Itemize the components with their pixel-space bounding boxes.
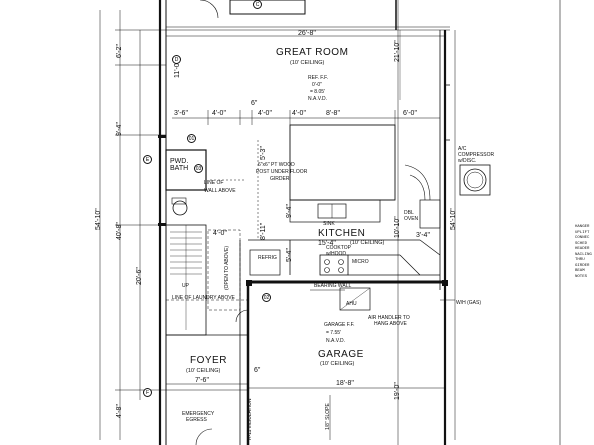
ref-ff-navd: = 8.05' [310, 89, 325, 95]
garage-label: GARAGE [318, 349, 364, 360]
note-egress: EGRESS [186, 417, 207, 423]
dim-8-8: 8'-8" [326, 110, 340, 117]
legend-item: HEADER [575, 247, 590, 251]
garage-ceiling: (10' CEILING) [320, 361, 355, 367]
legend-item: GIRDER [575, 263, 590, 268]
note-air-handler-2: HANG ABOVE [374, 321, 407, 327]
dim-4-0c: 4'-0" [292, 110, 306, 117]
note-slope: 1/8" SLOPE [325, 403, 331, 430]
dim-left-20-6: 20'-6" [136, 267, 143, 285]
dim-8-11: 8'-11" [260, 222, 267, 240]
note-sink: SINK [323, 221, 335, 227]
dim-stair-4-0: 4'-0" [213, 230, 227, 237]
note-ac-3: w/DISC. [458, 158, 477, 164]
dim-10-10: 10'-10" [394, 216, 401, 238]
cooktop [319, 254, 349, 276]
ref-ff-value: 0'-0" [312, 82, 322, 88]
dim-9-4: 9'-4" [286, 204, 293, 218]
note-open-above: (OPEN TO ABOVE) [224, 246, 230, 290]
legend-item: UPLIFT [575, 230, 590, 235]
legend-item: NOTES [575, 274, 588, 279]
note-line-wall-2: WALL ABOVE [204, 188, 236, 194]
great-room-ceiling: (10' CEILING) [290, 60, 325, 66]
note-insulation: R-11 INSULATION [247, 398, 253, 441]
note-bearing-wall: BEARING WALL [314, 283, 352, 289]
tag-01: 01 [187, 134, 196, 143]
schedule-legend: HANGER UPLIFT CONNEC SCHED HEADER NAILIN… [575, 225, 594, 280]
note-up: UP [182, 283, 189, 289]
dim-4-0b: 4'-0" [258, 110, 272, 117]
note-ac-2: COMPRESSOR [458, 152, 495, 158]
note-dbl-oven-2: OVEN [404, 216, 419, 222]
refrigerator [249, 249, 281, 276]
dim-right-21-10: 21'-10" [394, 40, 401, 62]
note-laundry: LINE OF LAUNDRY ABOVE [172, 295, 235, 301]
kitchen-island [289, 124, 396, 201]
note-air-handler: AIR HANDLER TO [368, 315, 410, 321]
ref-ff-datum: N.A.V.D. [308, 96, 327, 102]
dim-left-9-4: 9'-4" [116, 122, 123, 136]
note-wh: W/H (GAS) [456, 300, 481, 306]
legend-item: HANGER [575, 225, 590, 229]
dim-foyer-7-6: 7'-6" [195, 377, 209, 384]
dim-4-0a: 4'-0" [212, 110, 226, 117]
garage-ff-value: = 7.55' [326, 330, 341, 336]
note-ac: A/C [458, 146, 467, 152]
dim-foyer-6: 6" [254, 367, 261, 374]
ref-ff-title: REF. F.F. [308, 75, 329, 81]
dim-left-40-8: 40'-8" [116, 222, 123, 240]
garage-ff-title: GARAGE F.F. [324, 322, 355, 328]
note-post-3: GIRDER [270, 176, 290, 182]
note-post-2: POST UNDER FLOOR [256, 169, 308, 175]
dim-5-4: 5'-4" [286, 248, 293, 262]
dim-kitchen-15-4: 15'-4" [318, 240, 336, 247]
legend-item: CONNEC [575, 236, 590, 240]
dim-5-3: 5'-3" [260, 146, 267, 160]
dim-6in: 6" [251, 100, 258, 107]
legend-item: BEAM [575, 269, 585, 273]
tag-d-top: D [172, 55, 181, 64]
dim-right-19-0: 19'-0" [394, 382, 401, 400]
note-dbl-oven: DBL [404, 210, 414, 216]
note-cooktop-2: w/HOOD [326, 251, 346, 257]
dim-right-54-10: 54'-10" [450, 208, 457, 230]
note-post: 6"x6" PT WOOD [258, 162, 295, 168]
foyer-label: FOYER [190, 355, 227, 366]
legend-item: THRU [575, 258, 585, 262]
powder-bath-label: PWD. BATH [170, 158, 189, 172]
kitchen-label: KITCHEN [318, 228, 366, 239]
tag-c: C [253, 0, 262, 9]
note-ahu: AHU [346, 301, 357, 307]
dim-kitchen-3-4: 3'-4" [416, 232, 430, 239]
note-micro: MICRO [352, 259, 369, 265]
tag-02: 02 [262, 293, 271, 302]
dim-left-6-2: 6'-2" [116, 44, 123, 58]
great-room-label: GREAT ROOM [276, 47, 349, 58]
legend-item: SCHED [575, 241, 588, 246]
dim-top-overall: 26'-8" [298, 30, 316, 37]
dim-3-6: 3'-6" [174, 110, 188, 117]
tag-f: F [143, 388, 152, 397]
note-line-wall: LINE OF [204, 180, 224, 186]
tag-e: E [143, 155, 152, 164]
foyer-ceiling: (10' CEILING) [186, 368, 221, 374]
dim-left-4-8: 4'-8" [116, 404, 123, 418]
tag-03: 03 [194, 164, 203, 173]
note-refrig: REFRIG [258, 255, 277, 261]
kitchen-ceiling: (10' CEILING) [350, 240, 385, 246]
double-oven [419, 199, 441, 229]
legend-item: NAILING [575, 252, 592, 257]
dim-garage-18-8: 18'-8" [336, 380, 354, 387]
ahu-unit [339, 287, 371, 311]
dim-left-54-10: 54'-10" [95, 208, 102, 230]
dim-6-0: 6'-0" [403, 110, 417, 117]
note-cooktop: COOKTOP [326, 245, 351, 251]
note-emergency: EMERGENCY [182, 411, 215, 417]
garage-ff-datum: N.A.V.D. [326, 338, 345, 344]
